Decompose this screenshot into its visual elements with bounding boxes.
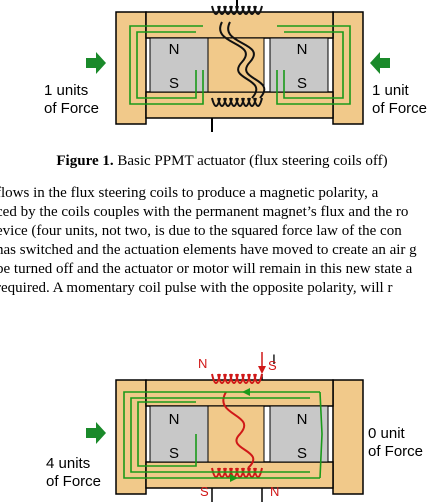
flux-lines [123,391,323,479]
right-force-line2: of Force [368,443,423,460]
right-magnet-s: S [297,445,307,462]
coil-connector [219,21,258,99]
bottom-coil [211,467,263,478]
coil-connector [222,391,255,469]
bottom-coil [211,97,263,107]
center-column [207,37,265,93]
left-force-line1: 4 units [46,455,90,472]
left-force-line2: of Force [46,473,101,490]
paragraph-line: ced by the coils couples with the perman… [0,204,409,220]
coil-top-right-label: S [268,358,277,373]
coil-bottom-right-label: N [270,484,279,499]
left-magnet-s: S [169,75,179,92]
top-coil [211,373,263,384]
caption-label: Figure 1. [56,153,114,169]
paragraph-line: required. A momentary coil pulse with th… [0,280,393,296]
right-magnet-s: S [297,75,307,92]
right-force-line1: 1 unit [372,82,410,99]
figure-1: N S N S 1 units of Force 1 unit of Force [0,0,444,135]
left-magnet-n: N [169,41,180,58]
right-magnet-n: N [297,41,308,58]
right-force-arrow [370,52,390,74]
left-stator-bar [115,11,147,125]
figure-2: I [0,350,444,502]
figure-1-diagram: N S N S 1 units of Force 1 unit of Force [44,0,427,132]
flux-lines [129,25,351,105]
left-magnet-s: S [169,445,179,462]
right-force-line2: of Force [372,100,427,117]
figure-1-caption: Figure 1. Basic PPMT actuator (flux stee… [0,153,444,170]
top-coil [211,5,263,15]
current-label: I [272,351,276,367]
top-pole-piece [145,11,334,39]
paragraph-line: flows in the flux steering coils to prod… [0,185,379,201]
right-force-line1: 0 unit [368,425,406,442]
left-magnet [149,37,209,93]
body-paragraph: flows in the flux steering coils to prod… [0,184,444,298]
right-stator-bar [332,11,364,125]
paragraph-line: evice (four units, not two, is due to th… [0,223,402,239]
left-force-line2: of Force [44,100,99,117]
coil-bottom-left-label: S [200,484,209,499]
paragraph-line: be turned off and the actuator or motor … [0,261,413,277]
right-magnet-n: N [297,411,308,428]
left-magnet [149,405,209,463]
left-force-line1: 1 units [44,82,88,99]
left-force-arrow [86,52,106,74]
right-stator-bar [332,379,364,495]
figure-2-diagram: I [46,351,423,502]
paragraph-line: has switched and the actuation elements … [0,242,417,258]
caption-text: Basic PPMT actuator (flux steering coils… [113,153,388,169]
coil-top-left-label: N [198,356,207,371]
left-magnet-n: N [169,411,180,428]
right-magnet [269,405,329,463]
left-force-arrow [86,422,106,444]
right-magnet [269,37,329,93]
